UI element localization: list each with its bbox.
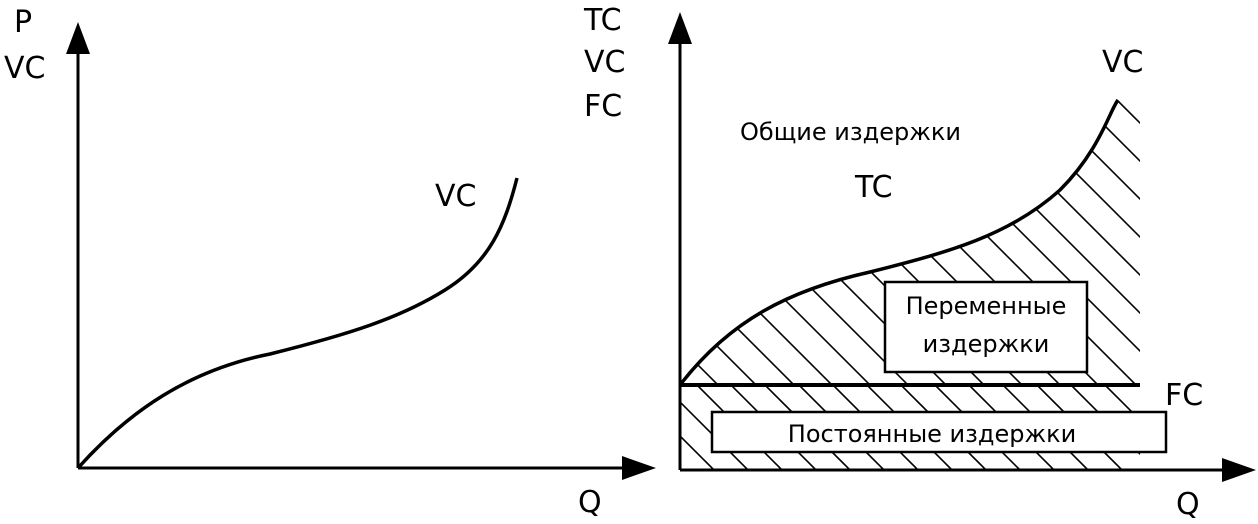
hatch-line	[1207, 385, 1258, 470]
left-y-label-vc: VC	[4, 51, 45, 86]
hatch-line	[1155, 100, 1258, 385]
hatch-line	[680, 100, 757, 385]
total-costs-label: Общие издержки	[740, 118, 961, 146]
right-y-label-fc: FC	[584, 89, 622, 124]
hatch-line	[1104, 385, 1140, 422]
right-y-arrow-icon	[668, 12, 692, 44]
hatch-line	[1116, 100, 1140, 385]
left-vc-curve-label: VC	[435, 179, 476, 214]
hatch-line	[1078, 100, 1140, 385]
hatch-line	[680, 100, 719, 385]
hatch-line	[680, 400, 749, 470]
hatch-line	[680, 468, 681, 470]
hatch-line	[1231, 100, 1258, 385]
total-costs-abbr: TC	[854, 170, 893, 205]
right-y-label-tc: TC	[583, 3, 622, 38]
right-panel: TC VC FC Q VC FC Общие издержки TC Перем…	[583, 3, 1258, 522]
hatch-line	[1193, 100, 1258, 385]
variable-costs-box-line2: издержки	[923, 330, 1050, 358]
left-vc-curve	[76, 177, 519, 470]
hatch-line	[680, 100, 681, 385]
right-y-label-vc: VC	[584, 45, 625, 80]
fixed-costs-box: Постоянные издержки	[710, 410, 1168, 454]
hatch-line	[680, 434, 715, 470]
right-x-arrow-icon	[1222, 458, 1256, 482]
hatch-line	[680, 100, 795, 385]
right-vc-curve	[678, 98, 1120, 387]
fc-line-label: FC	[1165, 378, 1203, 413]
fixed-costs-box-text: Постоянные издержки	[788, 420, 1076, 448]
left-panel: P VC Q VC	[4, 5, 656, 520]
left-y-arrow-icon	[66, 22, 90, 54]
right-vc-curve-label: VC	[1102, 45, 1143, 80]
left-y-label-p: P	[14, 5, 32, 40]
variable-costs-box: Переменные издержки	[883, 280, 1089, 374]
right-x-label-q: Q	[1176, 487, 1200, 520]
left-x-label-q: Q	[578, 485, 602, 520]
variable-costs-box-line1: Переменные	[906, 292, 1067, 320]
left-x-arrow-icon	[622, 456, 656, 480]
